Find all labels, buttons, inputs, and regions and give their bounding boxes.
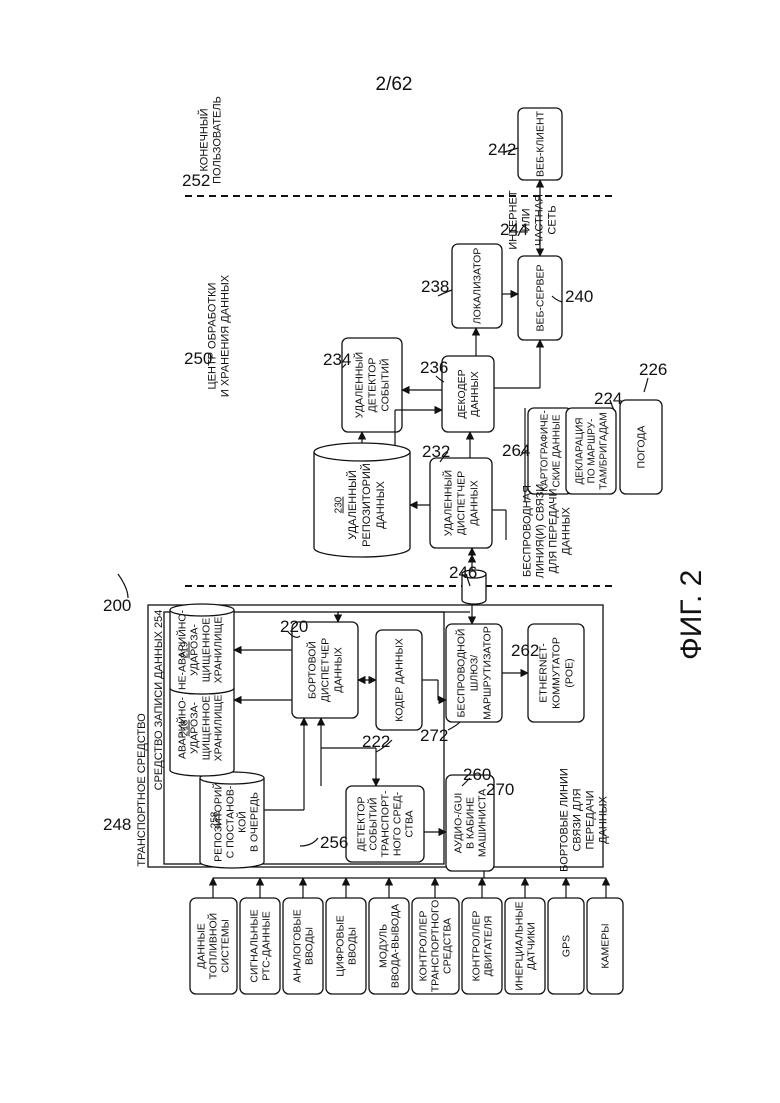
weather-label: ПОГОДА xyxy=(636,426,648,469)
leader-line-1 xyxy=(300,838,318,846)
recorder-title: СРЕДСТВО ЗАПИСИ ДАННЫХ 254 xyxy=(153,610,165,791)
vehicle-title: ТРАНСПОРТНОЕ СРЕДСТВО xyxy=(136,713,148,867)
onboard-title: БОРТОВЫЕ ЛИНИИСВЯЗИ ДЛЯПЕРЕДАЧИДАННЫХ xyxy=(558,768,609,872)
ref-remote-detector: 234 xyxy=(323,350,351,369)
ref-system: 200 xyxy=(103,596,131,615)
ref-noncrash: 219 xyxy=(180,641,191,658)
leader-line-16 xyxy=(644,378,648,392)
ref-remote-repo: 230 xyxy=(334,496,345,513)
localizer-label: ЛОКАЛИЗАТОР xyxy=(472,248,484,324)
remote-detector-label: УДАЛЕННЫЙДЕТЕКТОРСОБЫТИЙ xyxy=(353,352,392,418)
input-label-9: КАМЕРЫ xyxy=(600,923,612,968)
ref-end-user: 252 xyxy=(182,171,210,190)
ref-crash: 218 xyxy=(180,719,191,736)
web-client-label: ВЕБ-КЛИЕНТ xyxy=(535,110,547,177)
input-label-6: КОНТРОЛЛЕРДВИГАТЕЛЯ xyxy=(471,911,495,982)
web-server-label: ВЕБ-СЕРВЕР xyxy=(535,265,547,332)
input-label-8: GPS xyxy=(561,935,573,957)
ref-weather: 226 xyxy=(639,360,667,379)
ref-gateway: 272 xyxy=(420,726,448,745)
maps-label: КАРТОГРАФИЧЕ-СКИЕ ДАННЫЕ xyxy=(540,410,563,491)
encoder-label: КОДЕР ДАННЫХ xyxy=(394,638,406,722)
center-title: ЦЕНТР ОБРАБОТКИИ ХРАНЕНИЯ ДАННЫХ xyxy=(206,274,231,397)
ref-data-manager: 220 xyxy=(280,617,308,636)
ref-ethernet: 262 xyxy=(511,641,539,660)
ref-vehicle: 248 xyxy=(103,815,131,834)
route-label: ДЕКЛАРАЦИЯПО МАРШРУ-ТАМ/БРИГАДАМ xyxy=(575,412,610,490)
ref-onboard-link: 270 xyxy=(486,780,514,799)
wireless-title: БЕСПРОВОДНАЯЛИНИЯ(И) СВЯЗИДЛЯ ПЕРЕДАЧИДА… xyxy=(521,484,572,579)
ref-encoder: 222 xyxy=(362,732,390,751)
ref-center: 250 xyxy=(184,349,212,368)
input-bus xyxy=(213,867,606,898)
leader-line-4 xyxy=(448,722,460,730)
ref-event-detector: 256 xyxy=(320,833,348,852)
ref-decoder: 236 xyxy=(420,358,448,377)
gui-label: АУДИО-/GUIВ КАБИНЕМАШИНИСТА xyxy=(453,789,489,857)
ref-web-server: 240 xyxy=(565,287,593,306)
data-manager-label: БОРТОВОЙДИСПЕТЧЕРДАННЫХ xyxy=(306,638,345,702)
ref-route: 224 xyxy=(594,389,622,408)
ref-internet: 244 xyxy=(500,220,528,239)
ref-antenna: 246 xyxy=(449,563,477,582)
decoder-label: ДЕКОДЕРДАННЫХ xyxy=(456,369,481,418)
input-label-1: СИГНАЛЬНЫЕРТС-ДАННЫЕ xyxy=(249,909,273,982)
ref-remote-manager: 232 xyxy=(422,442,450,461)
ref-queue: 258 xyxy=(210,811,221,828)
leader-line-0 xyxy=(118,574,128,598)
